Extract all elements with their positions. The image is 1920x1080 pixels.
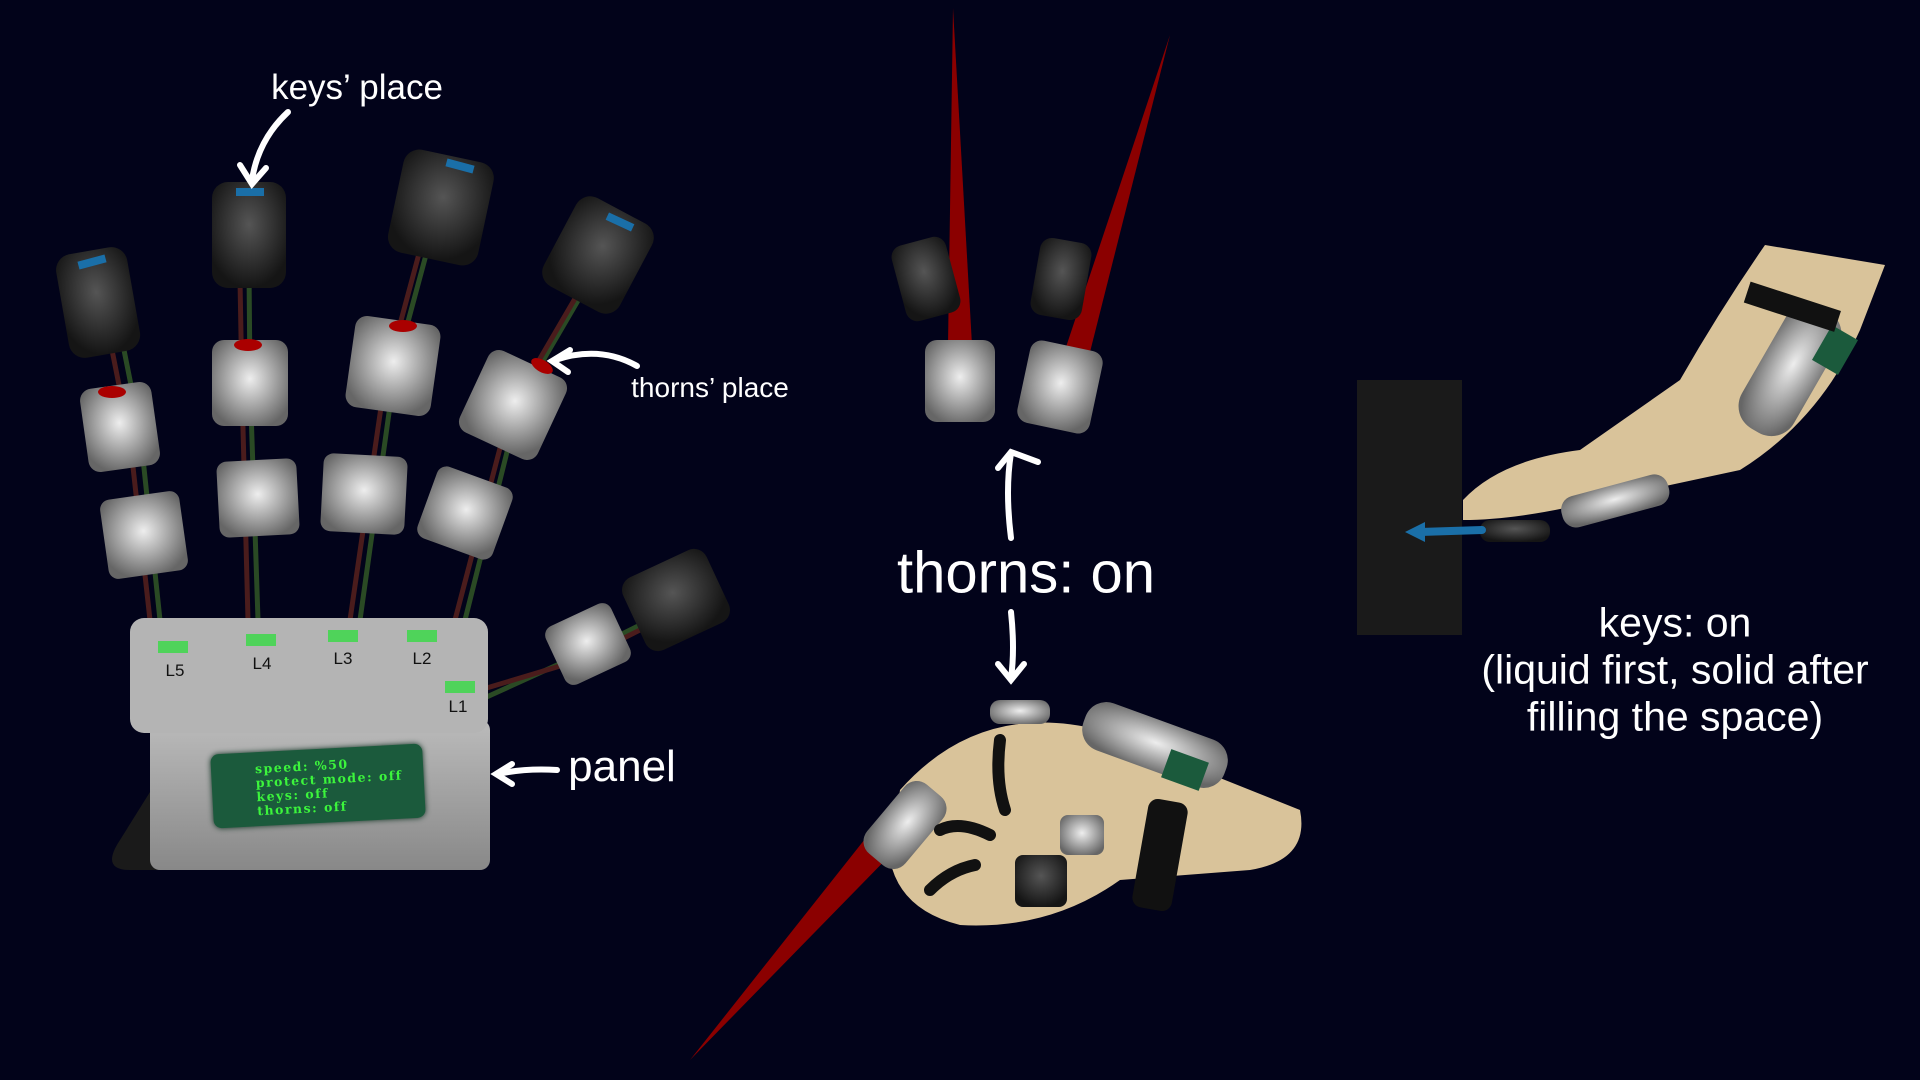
arrows (237, 109, 1041, 787)
panel-screen: speed: %50 protect mode: off keys: off t… (210, 743, 426, 829)
led-label-l2: L2 (412, 649, 432, 668)
keys-on-line-1: keys: on (1598, 599, 1752, 646)
led-label-l5: L5 (165, 661, 185, 680)
thorns-on-label: thorns: on (897, 540, 1155, 606)
panel-label: panel (568, 742, 676, 791)
keys-place-label: keys’ place (271, 68, 443, 107)
keys-on-line-2: (liquid first, solid after (1481, 646, 1869, 693)
led-label-l4: L4 (252, 654, 272, 673)
led-label-l3: L3 (333, 649, 353, 668)
keys-on-label: keys: on (liquid first, solid after fill… (1481, 600, 1868, 741)
keys-hand (1357, 245, 1885, 635)
thorns-hand (690, 8, 1302, 1060)
thorns-place-label: thorns’ place (631, 372, 789, 403)
led-label-l1: L1 (448, 697, 468, 716)
keys-on-line-3: filling the space) (1526, 693, 1824, 740)
